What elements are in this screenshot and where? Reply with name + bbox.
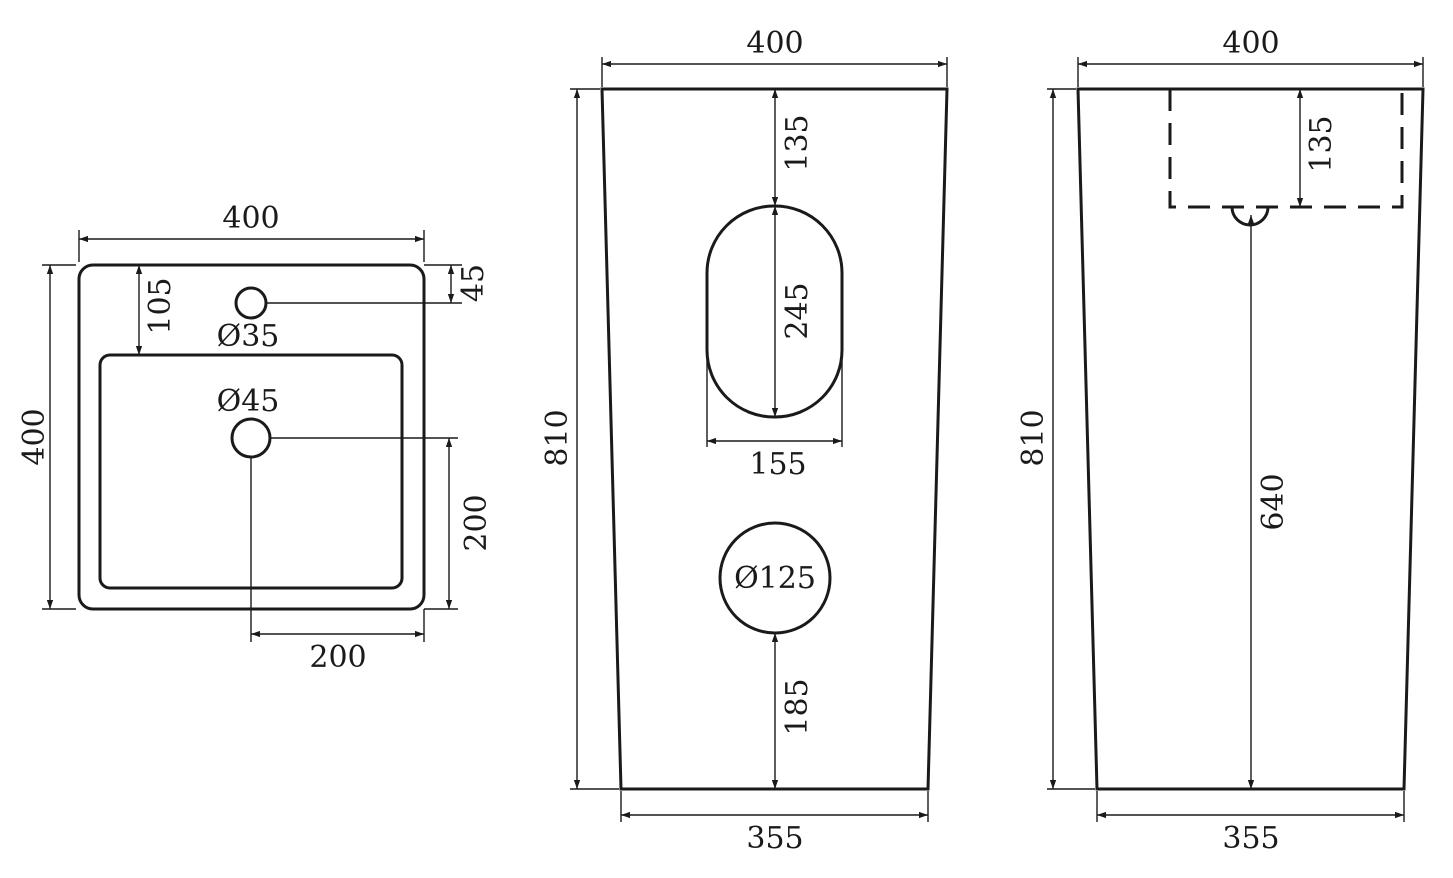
dimension-side-bottom-width: 355: [1222, 821, 1279, 856]
label-tap-hole: Ø35: [217, 319, 280, 354]
dimension-opening-top: 135: [780, 114, 815, 171]
drain-hole: [230, 417, 272, 459]
dimension-drain-front: 200: [459, 494, 494, 551]
pedestal-outline: [600, 87, 949, 791]
dimension-opening-height: 245: [780, 282, 815, 339]
dimension-depth: 400: [17, 408, 52, 465]
dimension-bowl-depth: 135: [1304, 115, 1339, 172]
side-view: 400 810 135 640 355: [1016, 26, 1425, 856]
hidden-bowl-outline: [1168, 89, 1404, 209]
dimension-side-height: 810: [1016, 409, 1051, 466]
pedestal-side-outline: [1076, 87, 1425, 791]
dimension-tap-offset: 105: [143, 277, 178, 334]
dimension-opening-width: 155: [749, 447, 806, 482]
dimension-bottom-width: 355: [746, 821, 803, 856]
dimension-top-width: 400: [746, 26, 803, 61]
hidden-drain-outline: [1230, 206, 1270, 227]
dimension-drain-side: 200: [309, 640, 366, 675]
front-view: 400 810 135 245 155 Ø125 185 355: [540, 26, 949, 856]
top-view: 400 400 105 45 Ø35 Ø45 200 200: [17, 201, 494, 675]
label-access-hole: Ø125: [734, 561, 816, 596]
dimension-tap-edge: 45: [456, 264, 491, 302]
dimension-width: 400: [222, 201, 279, 236]
label-drain-hole: Ø45: [217, 384, 280, 419]
tap-hole: [234, 286, 268, 320]
dimension-access-bottom: 185: [780, 678, 815, 735]
dimension-side-top-width: 400: [1222, 26, 1279, 61]
dimension-height: 810: [540, 409, 575, 466]
dimension-drain-height: 640: [1256, 473, 1291, 530]
